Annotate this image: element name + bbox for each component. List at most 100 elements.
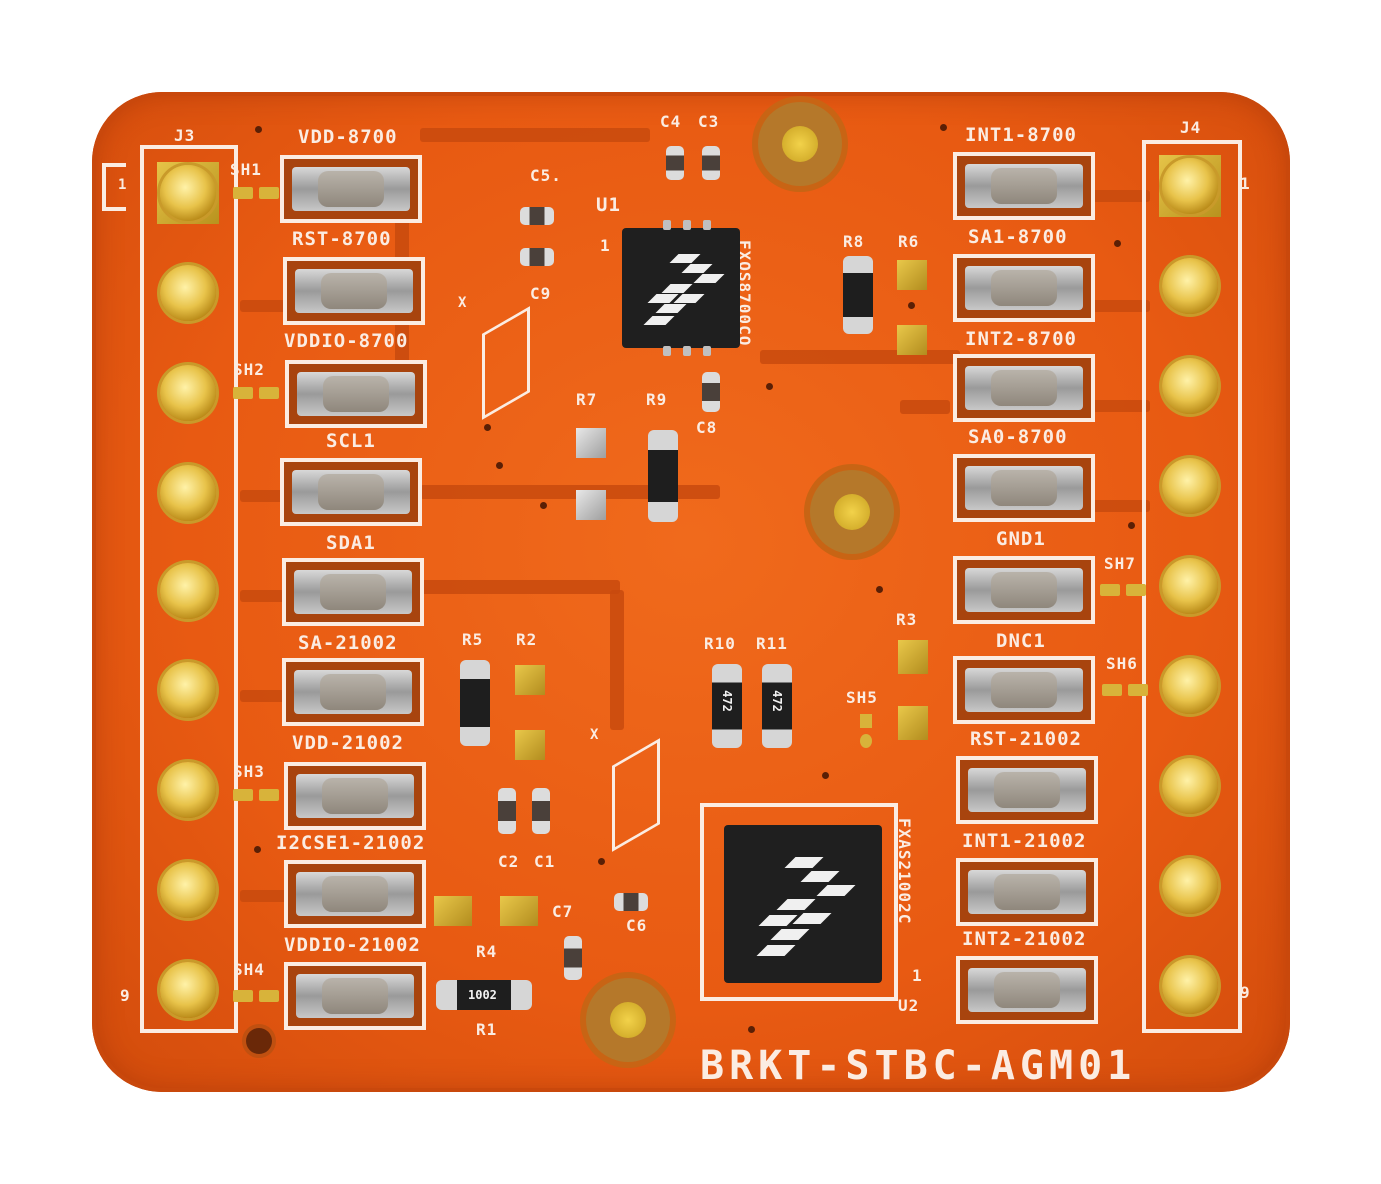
jumper-label: VDD-21002 — [292, 732, 404, 754]
header-pin[interactable] — [160, 265, 216, 321]
ic-u2[interactable] — [724, 825, 882, 983]
jumper-sa0-8700[interactable] — [953, 454, 1095, 522]
jumper-label: RST-8700 — [292, 228, 392, 250]
jumper-label: SA0-8700 — [968, 426, 1068, 448]
header-pin[interactable] — [1162, 158, 1218, 214]
pad-r4-2 — [500, 896, 538, 926]
u2-outline — [700, 803, 898, 1001]
resistor-r1[interactable]: 1002 — [436, 980, 532, 1010]
header-pin[interactable] — [160, 862, 216, 918]
jumper-vdd-8700[interactable] — [280, 155, 422, 223]
jumper-gnd1[interactable] — [953, 556, 1095, 624]
r11-marking: 472 — [769, 690, 784, 712]
jumper-label: RST-21002 — [970, 728, 1082, 750]
resistor-r8[interactable] — [843, 256, 873, 334]
sh-label: SH7 — [1104, 554, 1136, 573]
pad-r2-2 — [515, 730, 545, 760]
header-pin[interactable] — [160, 165, 216, 221]
jumper-vddio-21002[interactable] — [284, 962, 426, 1030]
jumper-label: VDDIO-21002 — [284, 934, 421, 956]
mounting-hole — [586, 978, 670, 1062]
jumper-label: INT2-21002 — [962, 928, 1087, 950]
jumper-sa-21002[interactable] — [282, 658, 424, 726]
jumper-vdd-21002[interactable] — [284, 762, 426, 830]
capacitor-c4[interactable] — [666, 146, 684, 180]
sh-label: SH6 — [1106, 654, 1138, 673]
capacitor-c5[interactable] — [520, 207, 554, 225]
via — [1114, 240, 1121, 247]
trace — [240, 890, 290, 902]
header-pin[interactable] — [1162, 358, 1218, 414]
mounting-hole — [758, 102, 842, 186]
c8-ref: C8 — [696, 418, 718, 437]
jumper-dnc1[interactable] — [953, 656, 1095, 724]
trace — [610, 590, 624, 730]
ic-u1[interactable] — [622, 228, 740, 348]
header-pin[interactable] — [1162, 758, 1218, 814]
solder-jumper-sh6[interactable] — [1102, 684, 1150, 696]
header-pin[interactable] — [160, 563, 216, 619]
pin1-marker — [102, 163, 126, 211]
trace — [1090, 190, 1150, 202]
trace — [900, 400, 950, 414]
capacitor-c3[interactable] — [702, 146, 720, 180]
resistor-r9[interactable] — [648, 430, 678, 522]
sh-label: SH5 — [846, 688, 878, 707]
header-pin[interactable] — [1162, 858, 1218, 914]
resistor-r10[interactable]: 472 — [712, 664, 742, 748]
solder-jumper-sh1[interactable] — [233, 187, 281, 199]
jumper-int1-8700[interactable] — [953, 152, 1095, 220]
chip-lead — [683, 346, 691, 356]
header-pin[interactable] — [1162, 558, 1218, 614]
via — [748, 1026, 755, 1033]
resistor-r11[interactable]: 472 — [762, 664, 792, 748]
pad-r2-1 — [515, 665, 545, 695]
jumper-rst-8700[interactable] — [283, 257, 425, 325]
header-j3-pin9-label: 9 — [120, 986, 131, 1005]
header-j4-label: J4 — [1180, 118, 1202, 137]
header-pin[interactable] — [160, 962, 216, 1018]
jumper-vddio-8700[interactable] — [285, 360, 427, 428]
u2-pin1: 1 — [912, 966, 923, 985]
jumper-label: I2CSE1-21002 — [276, 832, 426, 854]
r4-ref: R4 — [476, 942, 498, 961]
c5-ref: C5. — [530, 166, 562, 185]
header-pin[interactable] — [1162, 458, 1218, 514]
capacitor-c7[interactable] — [564, 936, 582, 980]
capacitor-c6[interactable] — [614, 893, 648, 911]
capacitor-c2[interactable] — [498, 788, 516, 834]
capacitor-c9[interactable] — [520, 248, 554, 266]
c6-ref: C6 — [626, 916, 648, 935]
jumper-i2cse1-21002[interactable] — [284, 860, 426, 928]
jumper-label: SA-21002 — [298, 632, 398, 654]
jumper-int2-21002[interactable] — [956, 956, 1098, 1024]
jumper-sda1[interactable] — [282, 558, 424, 626]
resistor-r5[interactable] — [460, 660, 490, 746]
header-pin[interactable] — [160, 365, 216, 421]
trace — [420, 485, 720, 499]
jumper-int2-8700[interactable] — [953, 354, 1095, 422]
jumper-label: DNC1 — [996, 630, 1046, 652]
header-pin[interactable] — [160, 465, 216, 521]
jumper-label: SDA1 — [326, 532, 376, 554]
jumper-sa1-8700[interactable] — [953, 254, 1095, 322]
r3-ref: R3 — [896, 610, 918, 629]
header-pin[interactable] — [160, 662, 216, 718]
header-pin[interactable] — [1162, 258, 1218, 314]
header-pin[interactable] — [1162, 658, 1218, 714]
solder-jumper-sh5[interactable] — [860, 714, 872, 750]
solder-jumper-sh3[interactable] — [233, 789, 281, 801]
capacitor-c8[interactable] — [702, 372, 720, 412]
solder-jumper-sh2[interactable] — [233, 387, 281, 399]
jumper-scl1[interactable] — [280, 458, 422, 526]
jumper-int1-21002[interactable] — [956, 858, 1098, 926]
solder-jumper-sh7[interactable] — [1100, 584, 1148, 596]
header-pin[interactable] — [1162, 958, 1218, 1014]
via — [940, 124, 947, 131]
via — [496, 462, 503, 469]
jumper-rst-21002[interactable] — [956, 756, 1098, 824]
solder-jumper-sh4[interactable] — [233, 990, 281, 1002]
header-pin[interactable] — [160, 762, 216, 818]
pad-r7-2 — [576, 490, 606, 520]
capacitor-c1[interactable] — [532, 788, 550, 834]
